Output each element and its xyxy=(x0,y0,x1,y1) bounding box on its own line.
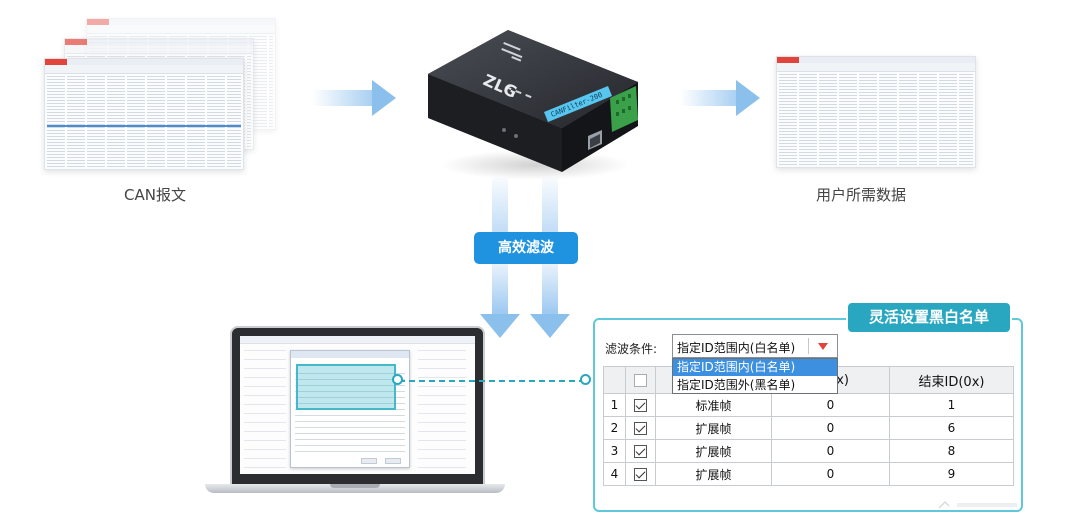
select-all-checkbox[interactable] xyxy=(634,374,647,387)
can-filter-device: ZLG CANFilter-200 xyxy=(412,16,652,186)
end-id-cell[interactable]: 8 xyxy=(890,440,1014,463)
table-row[interactable]: 1 标准帧 0 1 xyxy=(604,394,1014,417)
filter-condition-select[interactable]: 指定ID范围内(白名单) xyxy=(672,334,838,358)
table-row[interactable]: 2 扩展帧 0 6 xyxy=(604,417,1014,440)
frame-type-cell[interactable]: 扩展帧 xyxy=(656,417,772,440)
filter-condition-label: 滤波条件: xyxy=(605,340,657,357)
index-header xyxy=(604,367,626,394)
row-checkbox-cell[interactable] xyxy=(626,417,656,440)
filter-condition-value: 指定ID范围内(白名单) xyxy=(677,339,795,356)
row-index: 1 xyxy=(604,394,626,417)
table-row[interactable]: 4 扩展帧 0 9 xyxy=(604,463,1014,486)
row-checkbox[interactable] xyxy=(634,468,647,481)
select-all-header[interactable] xyxy=(626,367,656,394)
right-arrow-icon xyxy=(680,80,760,116)
row-index: 4 xyxy=(604,463,626,486)
filter-condition-dropdown[interactable]: 指定ID范围内(白名单) 指定ID范围外(黑名单) xyxy=(672,358,838,394)
start-id-cell[interactable]: 0 xyxy=(772,417,890,440)
laptop-notch xyxy=(330,484,380,488)
watermark-logo-icon xyxy=(935,498,1025,512)
connector-dot xyxy=(580,374,591,385)
select-separator xyxy=(808,338,809,354)
row-checkbox-cell[interactable] xyxy=(626,440,656,463)
filter-badge: 高效滤波 xyxy=(474,232,578,264)
can-messages-caption: CAN报文 xyxy=(124,184,186,205)
connector-line xyxy=(399,380,585,382)
down-arrow-icon xyxy=(530,178,570,238)
row-checkbox-cell[interactable] xyxy=(626,394,656,417)
row-index: 3 xyxy=(604,440,626,463)
user-data-screen xyxy=(776,56,976,168)
blacklist-badge: 灵活设置黑白名单 xyxy=(848,303,1010,332)
row-checkbox[interactable] xyxy=(634,422,647,435)
start-id-cell[interactable]: 0 xyxy=(772,463,890,486)
down-arrow-icon xyxy=(480,262,520,338)
laptop-screen xyxy=(240,336,475,474)
row-checkbox-cell[interactable] xyxy=(626,463,656,486)
table-row[interactable]: 3 扩展帧 0 8 xyxy=(604,440,1014,463)
frame-type-cell[interactable]: 扩展帧 xyxy=(656,463,772,486)
end-id-cell[interactable]: 9 xyxy=(890,463,1014,486)
row-checkbox[interactable] xyxy=(634,399,647,412)
down-arrow-icon xyxy=(480,178,520,238)
row-index: 2 xyxy=(604,417,626,440)
frame-type-cell[interactable]: 扩展帧 xyxy=(656,440,772,463)
frame-type-cell[interactable]: 标准帧 xyxy=(656,394,772,417)
start-id-cell[interactable]: 0 xyxy=(772,394,890,417)
dropdown-option-blacklist[interactable]: 指定ID范围外(黑名单) xyxy=(673,377,837,394)
right-arrow-icon xyxy=(312,80,396,116)
laptop xyxy=(230,326,485,486)
end-id-cell[interactable]: 6 xyxy=(890,417,1014,440)
end-id-cell[interactable]: 1 xyxy=(890,394,1014,417)
can-screen-front xyxy=(44,58,244,170)
connector-dot xyxy=(392,374,403,385)
down-arrow-icon xyxy=(530,262,570,338)
laptop-highlight-region xyxy=(296,364,396,410)
row-checkbox[interactable] xyxy=(634,445,647,458)
dropdown-caret-icon[interactable] xyxy=(818,343,828,350)
end-id-header: 结束ID(0x) xyxy=(890,367,1014,394)
user-data-caption: 用户所需数据 xyxy=(816,184,906,205)
dropdown-option-whitelist[interactable]: 指定ID范围内(白名单) xyxy=(673,359,837,376)
start-id-cell[interactable]: 0 xyxy=(772,440,890,463)
